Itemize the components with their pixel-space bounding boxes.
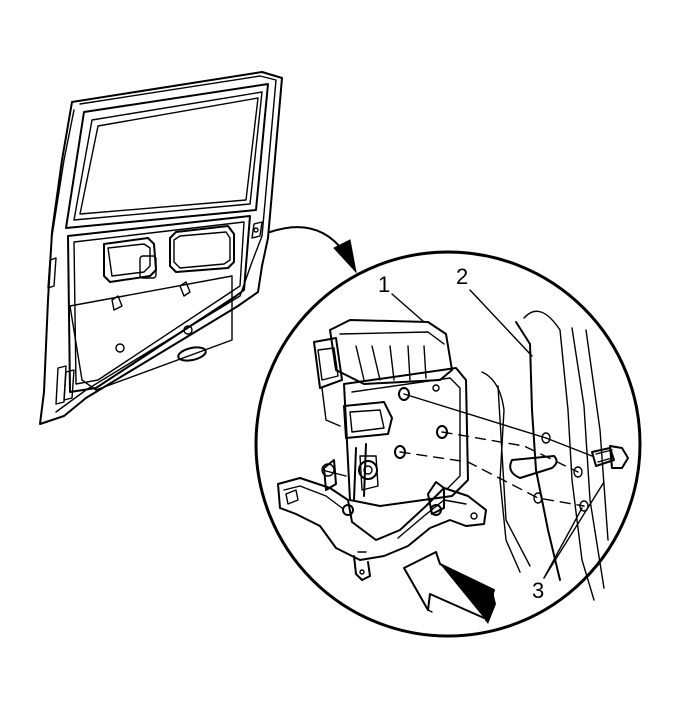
leader-line-1 xyxy=(391,293,425,323)
direction-arrow xyxy=(403,551,496,624)
leader-line-3b xyxy=(543,507,583,579)
bolt-fastener xyxy=(591,445,629,469)
leader-line-2 xyxy=(469,289,533,357)
leader-lines xyxy=(391,289,605,579)
callout-2: 2 xyxy=(456,264,468,289)
leader-line-3a xyxy=(543,481,605,579)
detail-arrow xyxy=(269,226,357,274)
alignment-lines xyxy=(399,393,593,507)
lock-assembly xyxy=(277,319,487,581)
sliding-door-overview xyxy=(39,71,283,425)
callout-3: 3 xyxy=(532,578,544,603)
detail-view xyxy=(254,250,642,638)
callout-1: 1 xyxy=(378,272,390,297)
